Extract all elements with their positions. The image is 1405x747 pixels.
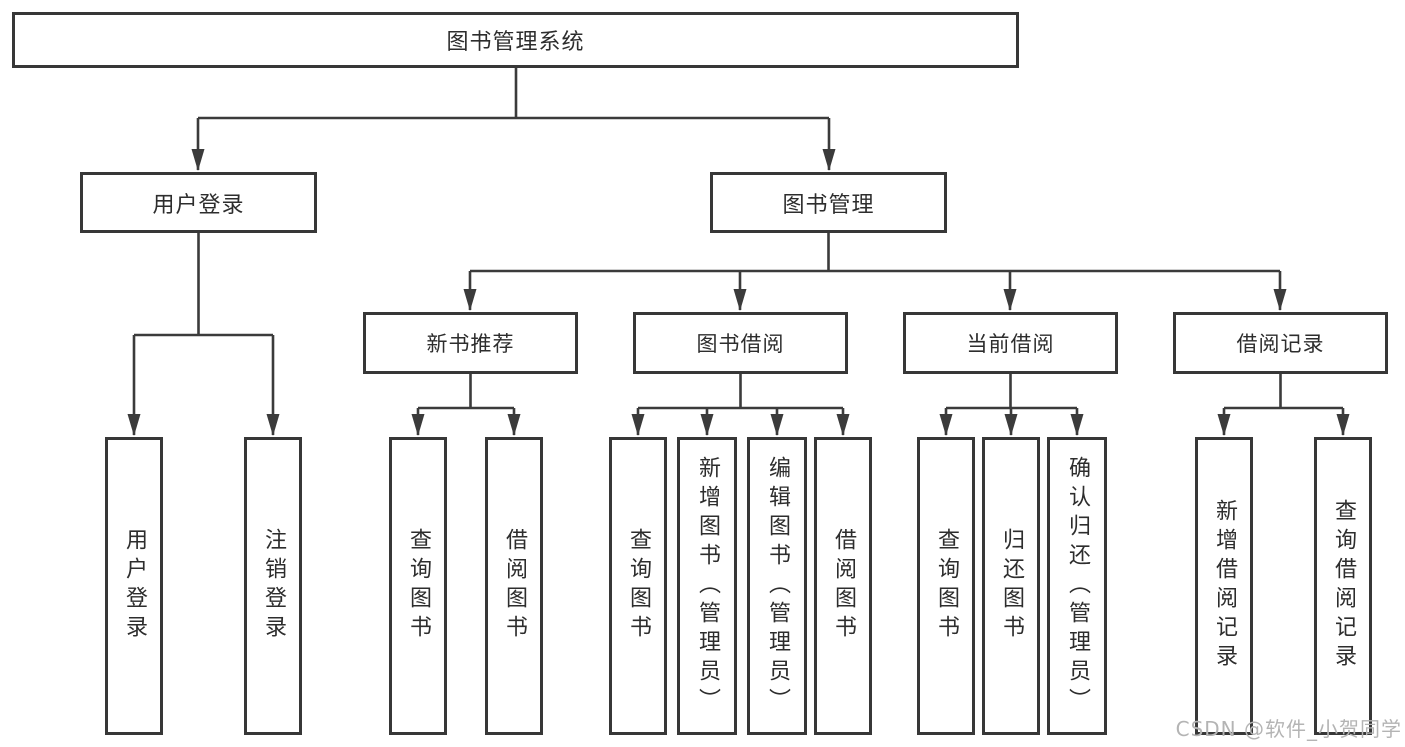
node-book-management: 图书管理	[710, 172, 947, 233]
leaf-logout: 注销登录	[244, 437, 302, 735]
node-library-management-system: 图书管理系统	[12, 12, 1019, 68]
leaf-query-book-current: 查询图书	[917, 437, 975, 735]
leaf-user-login: 用户登录	[105, 437, 163, 735]
leaf-query-borrow-record: 查询借阅记录	[1314, 437, 1372, 735]
leaf-return-book: 归还图书	[982, 437, 1040, 735]
leaf-query-book-recommend: 查询图书	[389, 437, 447, 735]
node-book-borrow: 图书借阅	[633, 312, 848, 374]
leaf-borrow-book-recommend: 借阅图书	[485, 437, 543, 735]
leaf-confirm-return-admin: 确认归还（管理员）	[1047, 437, 1107, 735]
leaf-edit-book-admin: 编辑图书（管理员）	[747, 437, 807, 735]
node-borrow-records: 借阅记录	[1173, 312, 1388, 374]
leaf-add-borrow-record: 新增借阅记录	[1195, 437, 1253, 735]
leaf-add-book-admin: 新增图书（管理员）	[677, 437, 737, 735]
leaf-query-book-borrow: 查询图书	[609, 437, 667, 735]
node-new-book-recommend: 新书推荐	[363, 312, 578, 374]
csdn-watermark: CSDN @软件_小贺同学	[1175, 717, 1402, 741]
node-user-login: 用户登录	[80, 172, 317, 233]
node-current-borrow: 当前借阅	[903, 312, 1118, 374]
leaf-borrow-book: 借阅图书	[814, 437, 872, 735]
